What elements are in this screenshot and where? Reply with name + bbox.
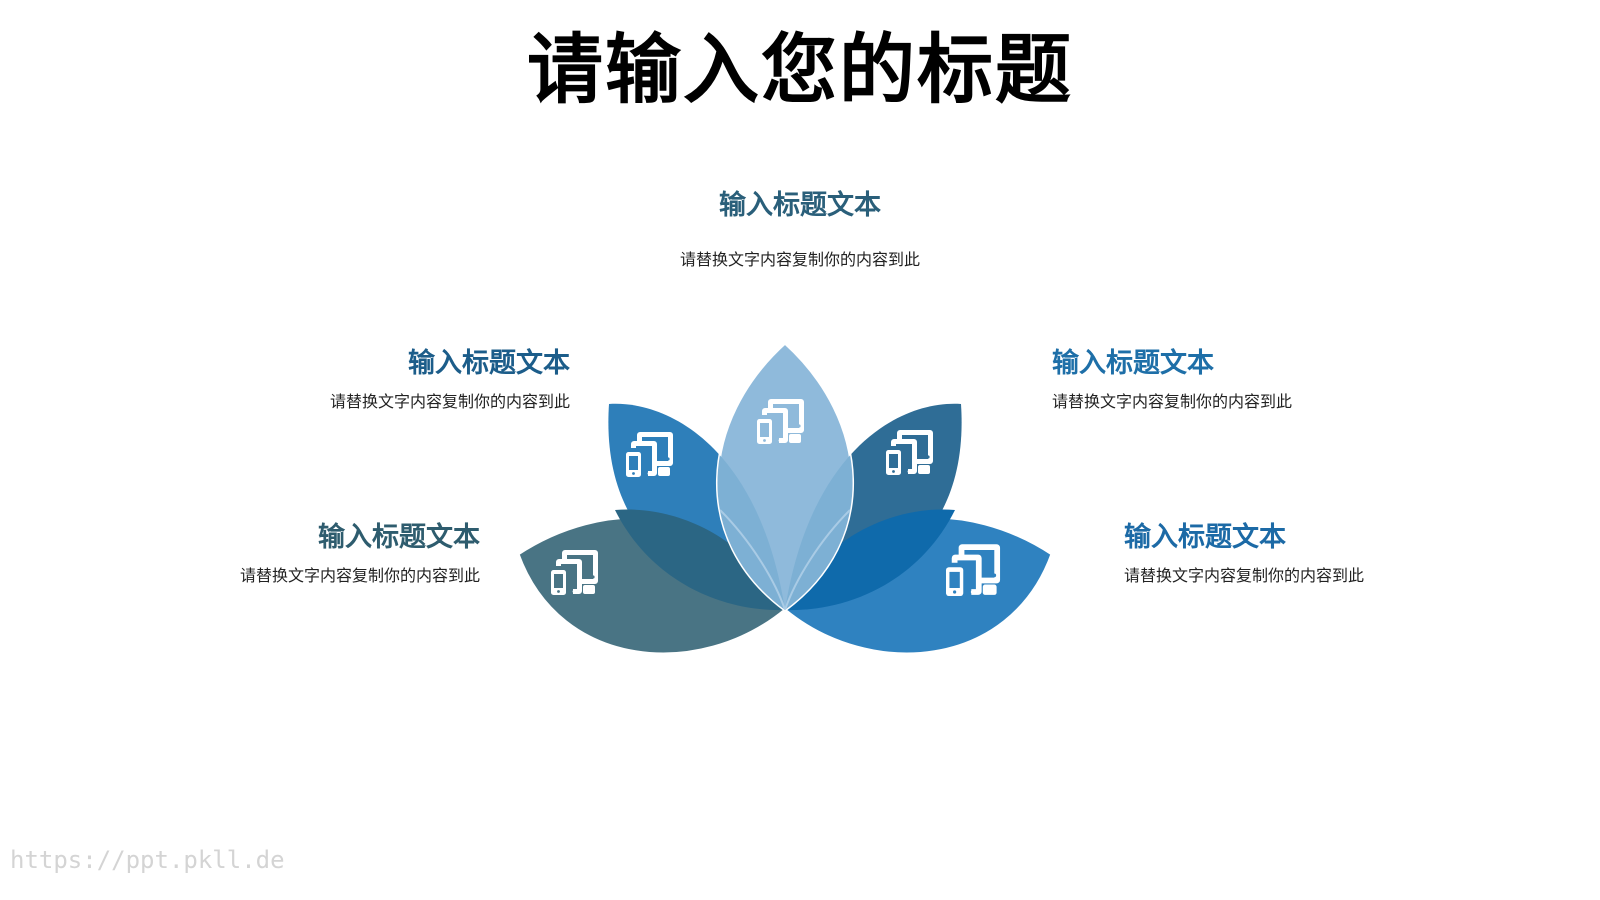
block-heading: 输入标题文本 <box>408 348 570 379</box>
block-description: 请替换文字内容复制你的内容到此 <box>679 250 920 270</box>
petal-overlap-right <box>785 509 955 611</box>
text-block-top: 输入标题文本 请替换文字内容复制你的内容到此 <box>640 190 960 270</box>
text-block-lower-right: 输入标题文本 请替换文字内容复制你的内容到此 <box>1124 522 1444 586</box>
block-heading: 输入标题文本 <box>719 190 881 221</box>
watermark: https://ppt.pkll.de <box>10 846 285 874</box>
text-block-upper-left: 输入标题文本 请替换文字内容复制你的内容到此 <box>270 348 570 412</box>
center-overlap-right <box>785 403 853 610</box>
block-description: 请替换文字内容复制你的内容到此 <box>239 566 480 586</box>
block-description: 请替换文字内容复制你的内容到此 <box>1052 392 1293 412</box>
text-block-lower-left: 输入标题文本 请替换文字内容复制你的内容到此 <box>180 522 480 586</box>
center-inner-line-left <box>719 509 786 610</box>
block-description: 请替换文字内容复制你的内容到此 <box>329 392 570 412</box>
center-overlap-left <box>717 403 785 610</box>
petal-overlap-left <box>615 509 785 611</box>
slide-title: 请输入您的标题 <box>527 25 1073 114</box>
block-heading: 输入标题文本 <box>1052 348 1214 379</box>
center-inner-line-right <box>784 509 851 610</box>
text-block-upper-right: 输入标题文本 请替换文字内容复制你的内容到此 <box>1052 348 1372 412</box>
block-description: 请替换文字内容复制你的内容到此 <box>1124 566 1365 586</box>
block-heading: 输入标题文本 <box>1124 522 1286 553</box>
block-heading: 输入标题文本 <box>318 522 480 553</box>
